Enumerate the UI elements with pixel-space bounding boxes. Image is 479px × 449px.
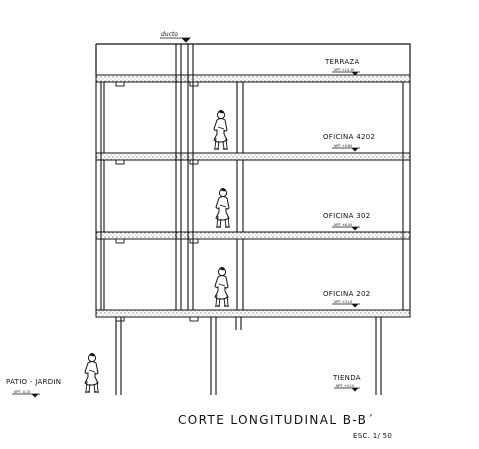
person-figure-icon bbox=[215, 187, 231, 228]
terraza-label: TERRAZA bbox=[324, 58, 360, 66]
ducto-marker-icon bbox=[160, 37, 191, 43]
oficina-4202-label: OFICINA 4202 bbox=[323, 133, 375, 141]
level-marker-icon bbox=[334, 387, 360, 392]
beam-drops bbox=[115, 81, 199, 322]
level-marker-icon bbox=[332, 147, 360, 152]
top-outline bbox=[95, 43, 411, 75]
tienda-label: TIENDA bbox=[332, 374, 361, 382]
oficina-4202-level: NPT +9.80 bbox=[334, 144, 352, 148]
patio-jardin-label: PATIO - JARDIN bbox=[6, 378, 61, 386]
slab-202 bbox=[95, 309, 411, 318]
slab-4202 bbox=[95, 152, 411, 161]
level-marker-icon bbox=[332, 226, 360, 231]
level-marker-icon bbox=[12, 393, 40, 398]
person-figure-icon bbox=[213, 109, 229, 150]
slab-302 bbox=[95, 231, 411, 240]
person-figure-icon bbox=[84, 352, 100, 393]
terraza-level: NPT +13.10 bbox=[334, 68, 354, 72]
oficina-202-level: NPT +3.10 bbox=[334, 300, 352, 304]
patio-jardin-level: NPT -0.15 bbox=[14, 390, 31, 394]
walls bbox=[95, 44, 411, 310]
drawing-title: CORTE LONGITUDINAL B-B´ bbox=[178, 413, 375, 427]
person-figure-icon bbox=[214, 266, 230, 307]
oficina-202-label: OFICINA 202 bbox=[323, 290, 370, 298]
drawing-scale: ESC. 1/ 50 bbox=[353, 432, 392, 440]
ground-columns bbox=[115, 317, 382, 395]
level-marker-icon bbox=[332, 303, 360, 308]
ducto-label: ducto bbox=[161, 31, 178, 38]
tienda-level: NPT +0.10 bbox=[336, 384, 354, 388]
oficina-302-level: NPT +6.50 bbox=[334, 223, 352, 227]
slab-terraza bbox=[95, 74, 411, 83]
oficina-302-label: OFICINA 302 bbox=[323, 212, 370, 220]
level-marker-icon bbox=[332, 71, 360, 76]
